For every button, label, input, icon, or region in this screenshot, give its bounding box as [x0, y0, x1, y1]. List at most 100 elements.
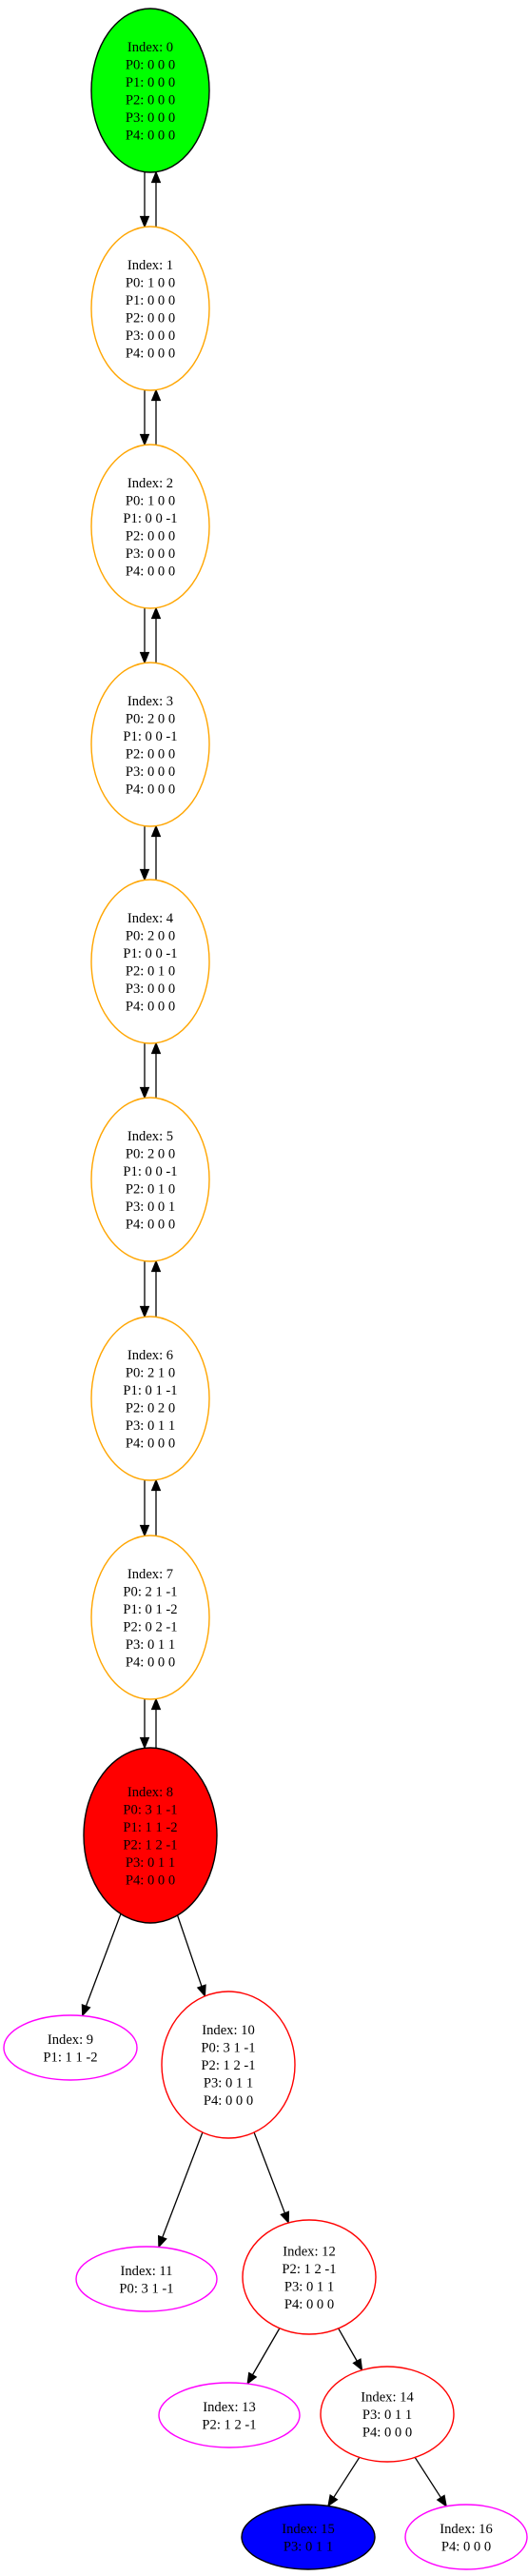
- node-label-line: P4: 0 0 0: [126, 1217, 175, 1232]
- node-label-line: P2: 0 0 0: [126, 746, 175, 762]
- arrowhead-icon: [150, 824, 162, 838]
- edge-0-to-1: [139, 171, 150, 228]
- arrowhead-icon: [139, 651, 150, 664]
- node-7: Index: 7P0: 2 1 -1P1: 0 1 -2P2: 0 2 -1P3…: [90, 1535, 210, 1700]
- node-label-line: P4: 0 0 0: [126, 782, 175, 797]
- node-label-line: P1: 0 0 0: [126, 293, 175, 308]
- node-2: Index: 2P0: 1 0 0P1: 0 0 -1P2: 0 0 0P3: …: [90, 444, 210, 609]
- edge-8-to-7: [150, 1697, 162, 1749]
- node-label-line: P4: 0 0 0: [126, 346, 175, 361]
- node-label-line: P0: 2 0 0: [126, 711, 175, 726]
- node-label-line: Index: 12: [283, 2244, 336, 2259]
- node-label-line: P0: 0 0 0: [126, 57, 175, 72]
- arrowhead-icon: [139, 1086, 150, 1100]
- node-shape: [242, 2219, 377, 2335]
- edge-6-to-7: [139, 1479, 150, 1537]
- edge-line: [176, 1914, 203, 1987]
- node-label-line: Index: 2: [127, 476, 173, 491]
- node-label-line: P3: 0 0 1: [126, 1199, 175, 1215]
- node-label-line: Index: 6: [127, 1348, 173, 1363]
- edge-6-to-5: [150, 1259, 162, 1318]
- node-label-line: P3: 0 0 0: [126, 328, 175, 344]
- node-label-line: P4: 0 0 0: [126, 999, 175, 1014]
- node-label-line: Index: 5: [127, 1129, 173, 1144]
- node-shape: [90, 662, 210, 827]
- arrowhead-icon: [150, 1697, 162, 1711]
- arrowhead-icon: [150, 388, 162, 402]
- edge-12-to-14: [338, 2328, 363, 2371]
- node-label-line: P0: 2 0 0: [126, 928, 175, 943]
- node-label-line: Index: 15: [282, 2522, 335, 2537]
- edge-14-to-16: [414, 2457, 448, 2507]
- edge-line: [85, 1913, 122, 2007]
- node-label-line: P3: 0 1 1: [284, 2539, 333, 2554]
- node-label-line: P3: 0 1 1: [126, 1418, 175, 1434]
- node-label-line: P1: 1 1 -2: [123, 1820, 177, 1835]
- node-shape: [404, 2504, 528, 2570]
- node-label-line: P2: 1 2 -1: [201, 2058, 255, 2073]
- edge-14-to-15: [327, 2457, 361, 2507]
- node-5: Index: 5P0: 2 0 0P1: 0 0 -1P2: 0 1 0P3: …: [90, 1097, 210, 1262]
- node-6: Index: 6 P0: 2 1 0 P1: 0 1 -1 P2: 0 2 0 P3: …: [90, 1316, 210, 1481]
- arrowhead-icon: [139, 1305, 150, 1318]
- node-8: Index: 8P0: 3 1 -1P1: 1 1 -2P2: 1 2 -1P3…: [83, 1747, 218, 1924]
- node-label-line: P1: 1 1 -2: [43, 2050, 97, 2065]
- node-label-line: P1: 0 0 -1: [123, 1164, 177, 1179]
- node-label-line: Index: 7: [127, 1567, 173, 1582]
- node-label-line: P1: 0 1 -1: [123, 1383, 177, 1398]
- node-label-line: Index: 3: [127, 694, 173, 709]
- node-label-line: P4: 0 0 0: [126, 1655, 175, 1670]
- node-label-line: P2: 0 1 0: [126, 1181, 175, 1197]
- node-label-line: P4: 0 0 0: [126, 1873, 175, 1888]
- node-label-line: P4: 0 0 0: [362, 2426, 412, 2441]
- node-shape: [90, 879, 210, 1044]
- arrowhead-icon: [150, 1478, 162, 1492]
- node-label-line: Index: 10: [202, 2023, 255, 2038]
- node-label-line: Index: 16: [440, 2522, 493, 2537]
- node-4: Index: 4P0: 2 0 0P1: 0 0 -1P2: 0 1 0P3: …: [90, 879, 210, 1044]
- edge-1-to-0: [150, 170, 162, 228]
- node-shape: [90, 1535, 210, 1700]
- edge-line: [253, 2131, 285, 2213]
- edge-4-to-3: [150, 824, 162, 881]
- node-shape: [90, 444, 210, 609]
- arrowhead-icon: [246, 2371, 258, 2386]
- edge-line: [333, 2457, 361, 2498]
- edge-line: [162, 2131, 204, 2238]
- arrowhead-icon: [150, 170, 162, 184]
- edge-2-to-3: [139, 607, 150, 664]
- nodes-layer: Index: 0 P0: 0 0 0 P1: 0 0 0 P2: 0 0 0 P3: 0…: [3, 8, 528, 2570]
- node-label-line: P1: 0 0 -1: [123, 511, 177, 526]
- node-label-line: P2: 0 1 0: [126, 963, 175, 979]
- node-3: Index: 3P0: 2 0 0P1: 0 0 -1P2: 0 0 0P3: …: [90, 662, 210, 827]
- edge-7-to-6: [150, 1478, 162, 1536]
- node-shape: [90, 1316, 210, 1481]
- node-label-line: P0: 1 0 0: [126, 275, 175, 290]
- arrowhead-icon: [352, 2358, 363, 2371]
- node-shape: [158, 2382, 301, 2448]
- node-label-line: P2: 0 2 0: [126, 1400, 175, 1416]
- node-label-line: P2: 0 0 0: [126, 310, 175, 326]
- node-label-line: Index: 13: [203, 2400, 256, 2415]
- node-label-line: Index: 8: [127, 1785, 173, 1800]
- arrowhead-icon: [139, 1736, 150, 1750]
- node-label-line: P4: 0 0 0: [126, 128, 175, 143]
- node-label-line: Index: 0: [127, 40, 173, 55]
- node-label-line: P4: 0 0 0: [126, 1436, 175, 1451]
- edge-3-to-2: [150, 606, 162, 664]
- node-label-line: P3: 0 1 1: [126, 1855, 175, 1871]
- node-label-line: P2: 0 0 0: [126, 92, 175, 108]
- node-shape: [75, 2246, 218, 2312]
- node-label-line: Index: 4: [127, 911, 174, 926]
- arrowhead-icon: [150, 606, 162, 620]
- node-label-line: P4: 0 0 0: [126, 564, 175, 579]
- node-label-line: Index: 14: [361, 2390, 414, 2406]
- node-label-line: P1: 0 0 -1: [123, 946, 177, 961]
- arrowhead-icon: [158, 2234, 167, 2249]
- node-label-line: P0: 2 1 0: [126, 1365, 175, 1380]
- arrowhead-icon: [327, 2494, 339, 2507]
